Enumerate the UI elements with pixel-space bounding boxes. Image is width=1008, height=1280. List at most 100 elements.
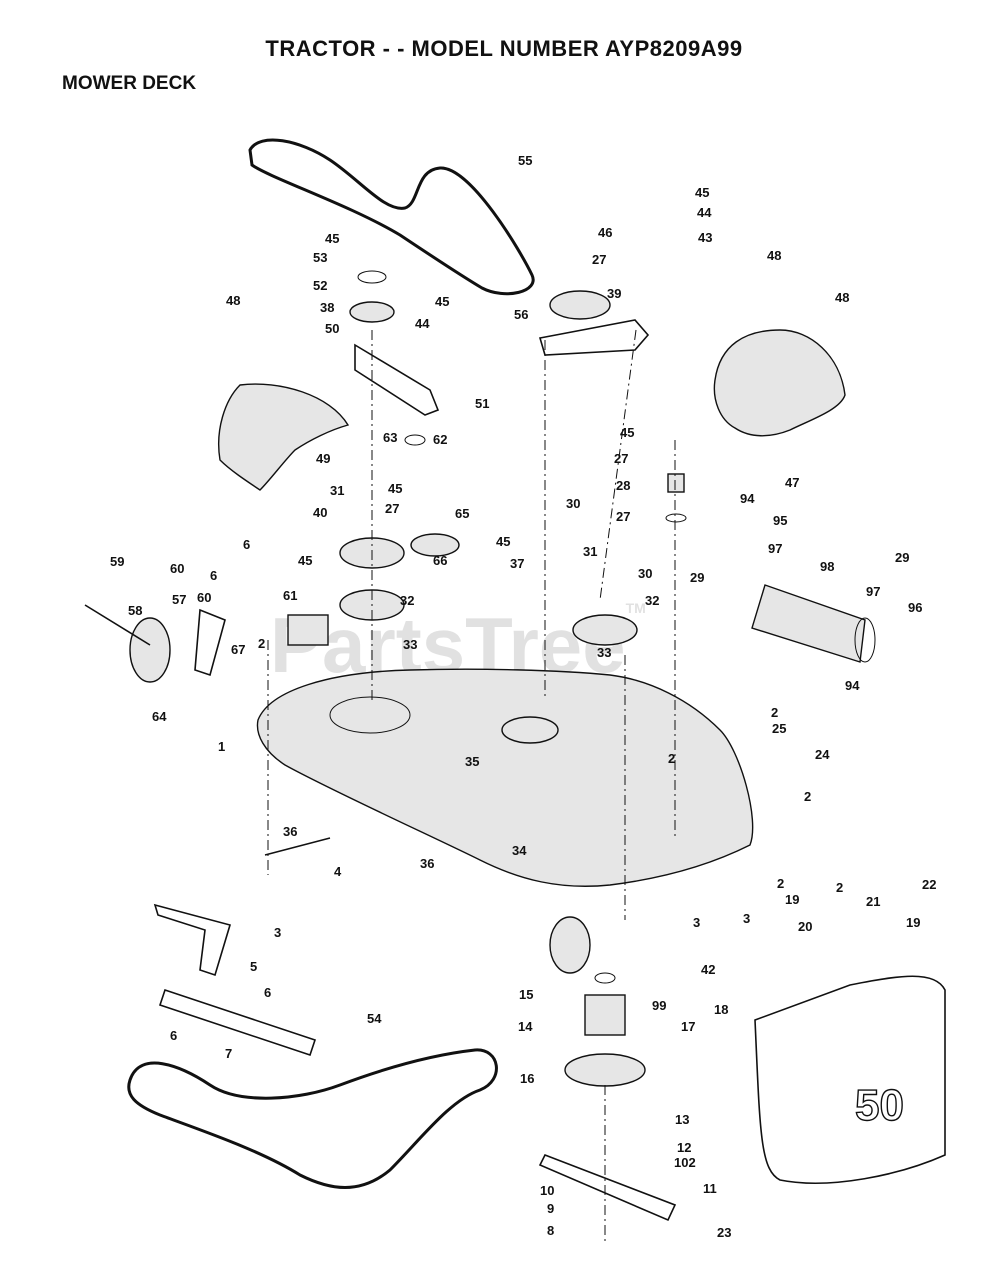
callout-36: 36 <box>283 824 297 839</box>
callout-64: 64 <box>152 709 167 724</box>
callout-42: 42 <box>701 962 715 977</box>
callout-2: 2 <box>804 789 811 804</box>
callout-2: 2 <box>777 876 784 891</box>
callout-29: 29 <box>690 570 704 585</box>
callout-49: 49 <box>316 451 330 466</box>
callout-34: 34 <box>512 843 527 858</box>
callout-6: 6 <box>210 568 217 583</box>
callout-27: 27 <box>592 252 606 267</box>
pulley-39 <box>549 290 611 320</box>
callout-33: 33 <box>403 637 417 652</box>
callout-5: 5 <box>250 959 257 974</box>
callout-48: 48 <box>767 248 781 263</box>
callout-48: 48 <box>226 293 240 308</box>
callout-3: 3 <box>743 911 750 926</box>
callout-27: 27 <box>616 509 630 524</box>
callout-97: 97 <box>866 584 880 599</box>
callout-59: 59 <box>110 554 124 569</box>
callout-3: 3 <box>693 915 700 930</box>
callout-6: 6 <box>264 985 271 1000</box>
belt-55 <box>248 138 535 296</box>
washer-27 <box>665 513 687 523</box>
callout-30: 30 <box>638 566 652 581</box>
callout-45: 45 <box>620 425 634 440</box>
callout-24: 24 <box>815 747 830 762</box>
callout-6: 6 <box>170 1028 177 1043</box>
callout-12: 12 <box>677 1140 691 1155</box>
spacer-28 <box>667 473 685 493</box>
callout-98: 98 <box>820 559 834 574</box>
washer-53 <box>357 270 387 284</box>
callout-31: 31 <box>583 544 597 559</box>
callout-97: 97 <box>768 541 782 556</box>
callout-45: 45 <box>388 481 402 496</box>
callout-40: 40 <box>313 505 327 520</box>
link-7 <box>158 988 317 1057</box>
callout-54: 54 <box>367 1011 382 1026</box>
callout-30: 30 <box>566 496 580 511</box>
callout-61: 61 <box>283 588 297 603</box>
callout-95: 95 <box>773 513 787 528</box>
callout-67: 67 <box>231 642 245 657</box>
callout-50: 50 <box>325 321 339 336</box>
callout-52: 52 <box>313 278 327 293</box>
section-title: MOWER DECK <box>62 73 197 94</box>
callout-2: 2 <box>771 705 778 720</box>
callout-2: 2 <box>258 636 265 651</box>
watermark-tm: TM <box>625 600 646 616</box>
callout-45: 45 <box>325 231 339 246</box>
callout-27: 27 <box>614 451 628 466</box>
callout-65: 65 <box>455 506 469 521</box>
callout-51: 51 <box>475 396 489 411</box>
page-title: TRACTOR - - MODEL NUMBER AYP8209A99 <box>265 36 743 61</box>
chute-23 <box>754 975 946 1184</box>
callout-14: 14 <box>518 1019 533 1034</box>
callout-35: 35 <box>465 754 479 769</box>
callout-58: 58 <box>128 603 142 618</box>
callout-44: 44 <box>415 316 430 331</box>
callout-32: 32 <box>645 593 659 608</box>
callout-48: 48 <box>835 290 849 305</box>
callout-56: 56 <box>514 307 528 322</box>
callout-29: 29 <box>895 550 909 565</box>
bracket-61 <box>287 614 329 646</box>
callout-60: 60 <box>170 561 184 576</box>
callout-45: 45 <box>435 294 449 309</box>
callout-38: 38 <box>320 300 334 315</box>
callout-2: 2 <box>668 751 675 766</box>
callout-15: 15 <box>519 987 533 1002</box>
callout-47: 47 <box>785 475 799 490</box>
callout-43: 43 <box>698 230 712 245</box>
belt-54 <box>127 1048 498 1189</box>
callout-3: 3 <box>274 925 281 940</box>
deck-1 <box>256 668 754 887</box>
callout-63: 63 <box>383 430 397 445</box>
callout-66: 66 <box>433 553 447 568</box>
callout-19: 19 <box>785 892 799 907</box>
callout-99: 99 <box>652 998 666 1013</box>
callout-18: 18 <box>714 1002 728 1017</box>
arm-57 <box>194 608 226 677</box>
callout-11: 11 <box>703 1181 717 1196</box>
callout-45: 45 <box>298 553 312 568</box>
blade-11 <box>538 1153 677 1222</box>
callout-22: 22 <box>922 877 936 892</box>
washer-62 <box>404 434 426 446</box>
callout-36: 36 <box>420 856 434 871</box>
callout-45: 45 <box>695 185 709 200</box>
callout-13: 13 <box>675 1112 689 1127</box>
callout-44: 44 <box>697 205 712 220</box>
roller-end <box>854 617 876 663</box>
callout-19: 19 <box>906 915 920 930</box>
callout-2: 2 <box>836 880 843 895</box>
callout-27: 27 <box>385 501 399 516</box>
callout-60: 60 <box>197 590 211 605</box>
callout-23: 23 <box>717 1225 731 1240</box>
callout-55: 55 <box>518 153 532 168</box>
pulley-65 <box>410 533 460 557</box>
pulley-deck <box>501 716 559 744</box>
callout-94: 94 <box>845 678 860 693</box>
callout-62: 62 <box>433 432 447 447</box>
